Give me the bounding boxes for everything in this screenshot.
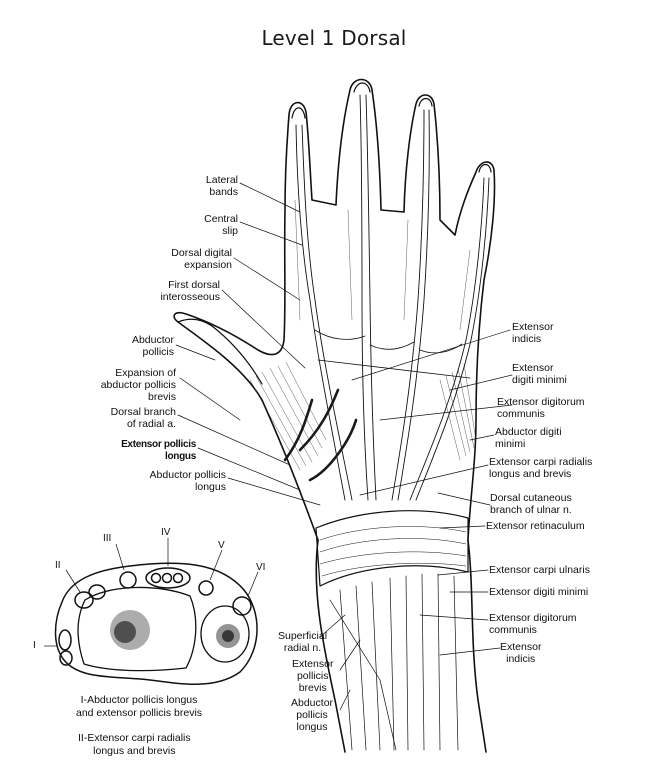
- bone-stipple: [110, 610, 240, 650]
- thumb-outline: [177, 318, 263, 385]
- label-extensor-carpi-ulnaris: Extensor carpi ulnaris: [489, 564, 590, 576]
- section-outline: [54, 562, 258, 685]
- compartment-IV-t2: [161, 572, 173, 584]
- compartment-VI: [232, 596, 252, 616]
- retinaculum-fibers: [319, 526, 467, 577]
- compartment-I-a: [58, 629, 72, 651]
- fingernail-index: [291, 107, 306, 119]
- roman-I: I: [33, 640, 36, 651]
- label-extensor-retinaculum: Extensor retinaculum: [486, 520, 585, 532]
- compartment-II-b: [88, 584, 106, 600]
- forearm-tendons: [329, 573, 459, 751]
- hand-outline: [173, 78, 496, 541]
- compartment-III: [119, 571, 137, 589]
- roman-II: II: [55, 560, 61, 571]
- compartment-IV-t3: [172, 572, 184, 584]
- leader-lines: [175, 182, 513, 711]
- label-extensor-digiti-minimi-bottom: Extensor digiti minimi: [489, 586, 589, 598]
- compartment-I-b: [59, 650, 73, 666]
- compartment-IV: [145, 567, 191, 589]
- finger-tendons: [295, 94, 490, 501]
- forearm-outline: [315, 539, 487, 753]
- roman-VI: VI: [256, 562, 266, 573]
- roman-IV: IV: [161, 527, 171, 538]
- compartment-IV-t1: [150, 572, 162, 584]
- fingernail-ring: [418, 97, 433, 107]
- compartment-II-a: [74, 591, 94, 609]
- page-title: Level 1 Dorsal: [261, 26, 407, 50]
- fingernail-middle: [353, 82, 371, 93]
- compartment-V: [198, 580, 214, 596]
- roman-III: III: [103, 533, 112, 544]
- radius-bone: [77, 586, 197, 672]
- roman-V: V: [218, 540, 225, 551]
- fingernail-little: [478, 163, 492, 173]
- ulna-bone: [200, 605, 250, 663]
- radial-artery: [283, 388, 358, 482]
